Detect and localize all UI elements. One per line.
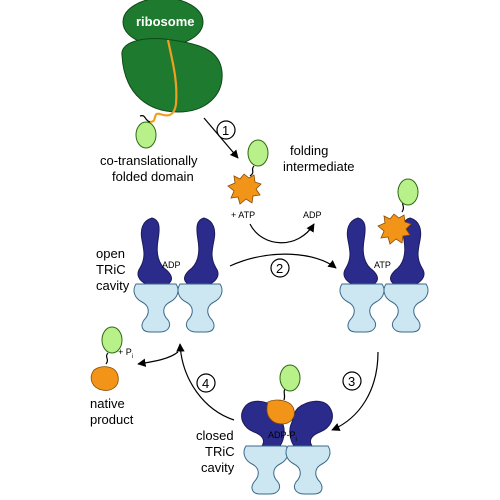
tric-left-half [133,217,179,333]
intermediate-linker [249,165,255,177]
co-translational-label-line2: folded domain [112,169,194,184]
step-3-circle [342,371,362,391]
co-translational-linker [139,115,151,123]
tric-right-half [177,217,223,333]
native-product-domain [101,326,123,354]
encapsulated-domain [279,364,301,392]
atp-bound-label: ATP [374,260,391,270]
closed-label-line3: cavity [201,460,235,475]
ribosome: ribosome [121,0,223,113]
closed-tric-cavity: ADP-Pi [241,364,333,495]
adp-pi-bound-label: ADP-Pi [268,430,297,443]
encapsulated-product [266,399,295,425]
native-product [90,326,123,391]
step-4-circle [196,373,216,393]
tric-left-half [339,217,385,333]
native-product-linker [105,352,109,365]
co-translational-folded-domain [135,121,157,149]
step-1-circle [216,120,236,140]
folding-label-line2: intermediate [283,159,355,174]
closed-label-line2: TRiC [205,444,235,459]
closed-label-line1: closed [196,428,234,443]
bound-intermediate-domain [397,178,419,206]
native-label-line1: native [90,396,125,411]
step-4-number: 4 [202,376,209,391]
open-tric-cavity-atp: ATP [339,178,429,333]
atp-exchange-arrow [249,223,315,244]
step-2-circle [270,258,290,278]
step-2-number: 2 [276,261,283,276]
native-label-line2: product [90,412,134,427]
step-1-number: 1 [222,123,229,138]
ribosome-label: ribosome [136,14,195,29]
arrow-step-2 [229,253,337,269]
arrow-step-4 [176,343,235,421]
ribosome-large-subunit [121,38,223,113]
plus-pi-label: + Pi [118,347,133,360]
pi-release-arrow [137,351,179,367]
intermediate-domain [247,139,269,167]
open-tric-cavity-adp: ADP [133,217,223,333]
co-translational-label-line1: co-translationally [100,153,198,168]
arrow-step-3 [331,351,379,431]
plus-atp-label: + ATP [231,210,255,220]
adp-bound-label: ADP [162,260,181,270]
folding-intermediate [227,173,262,205]
nascent-chain [149,39,178,124]
open-label-line2: TRiC [96,262,126,277]
native-product-fold [90,366,119,391]
step-3-number: 3 [348,374,355,389]
open-label-line1: open [96,246,125,261]
open-label-line3: cavity [96,278,130,293]
adp-released-label: ADP [303,210,322,220]
folding-label-line1: folding [290,143,328,158]
